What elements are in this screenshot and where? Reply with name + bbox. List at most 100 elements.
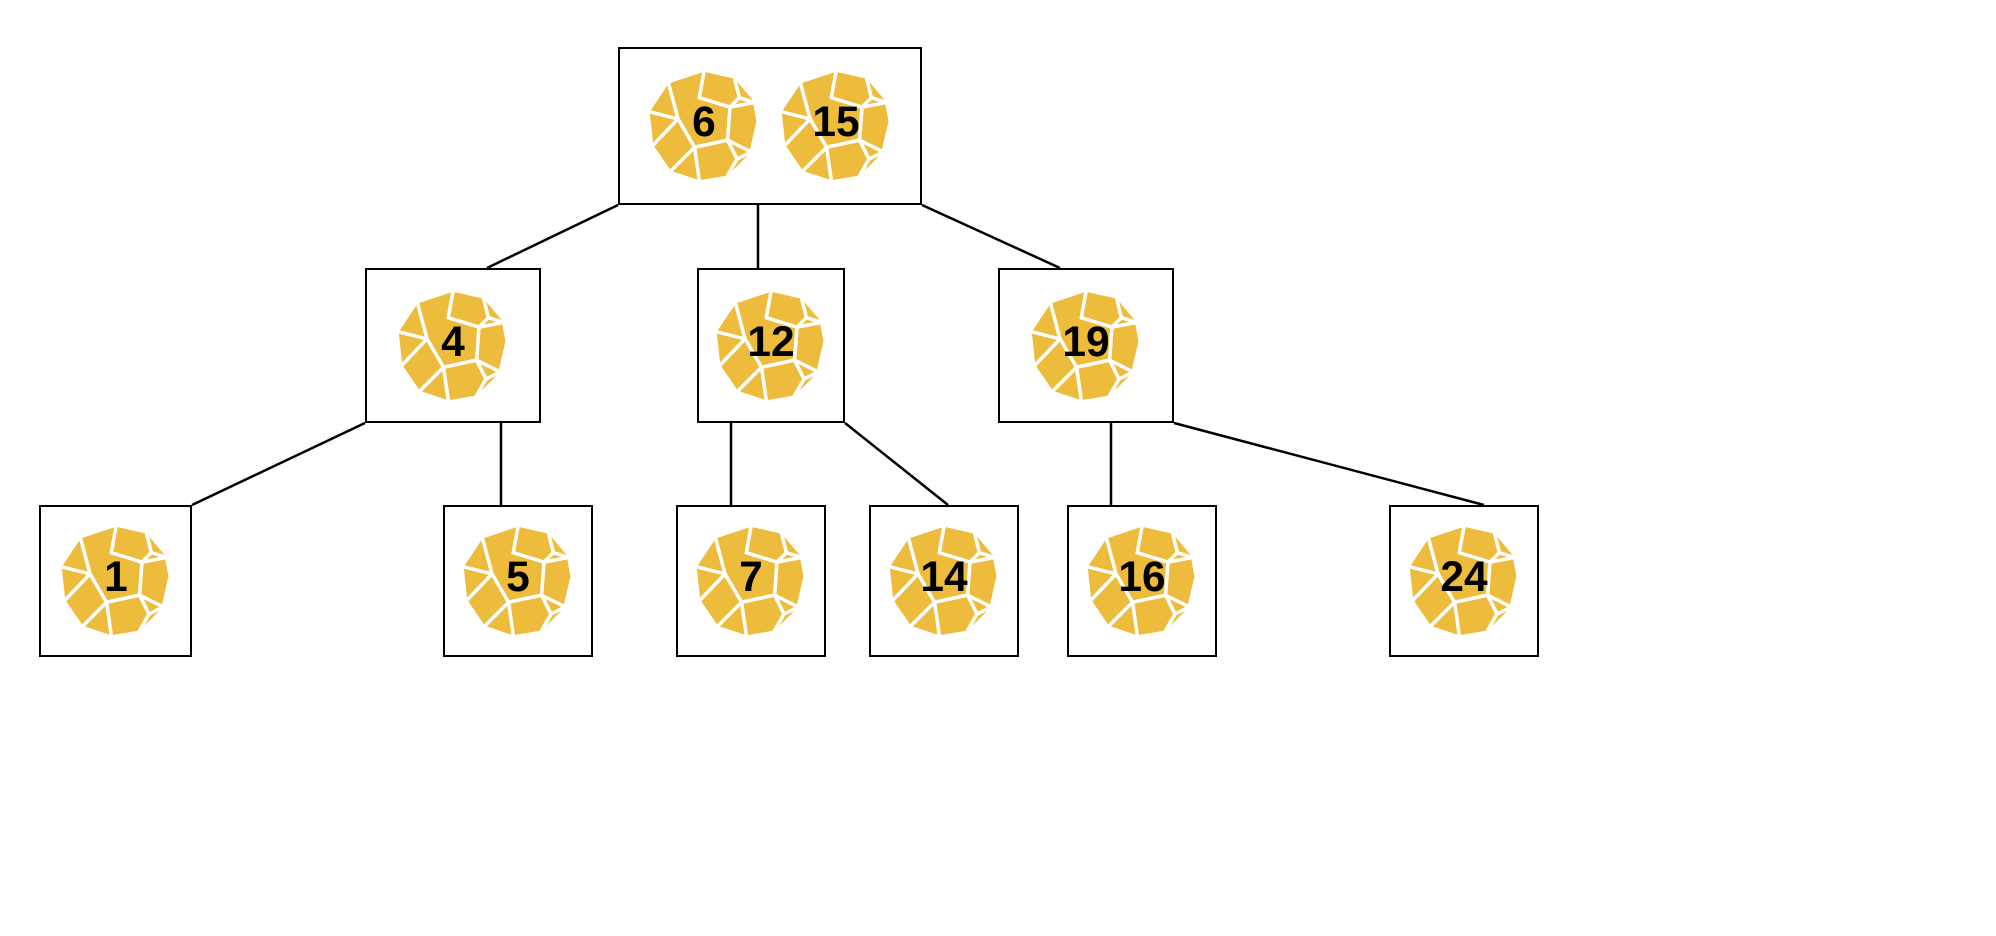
die-face-edge	[1110, 315, 1124, 329]
die-face-edge	[1485, 612, 1499, 633]
die-face-edge	[772, 612, 786, 633]
die-face-edge	[733, 301, 747, 341]
die-face-edge	[137, 612, 151, 633]
die-body	[649, 71, 759, 181]
die-face-edge	[1187, 555, 1199, 609]
die-face-edge	[795, 320, 824, 329]
die-value-label: 4	[441, 318, 465, 365]
die-face-edge	[542, 555, 571, 564]
die-face-edge	[694, 565, 727, 576]
die-face-edge	[759, 364, 769, 402]
dodecahedron-die: 1	[57, 522, 175, 640]
die-face-edge	[891, 572, 920, 602]
die-face-edge	[1509, 555, 1521, 609]
die-body	[1031, 291, 1141, 400]
die-face-edge	[59, 565, 92, 576]
die-face-edge	[1107, 376, 1121, 397]
die-face-edge	[725, 157, 739, 178]
die-body	[398, 291, 508, 400]
die-face-edge	[1051, 364, 1079, 393]
die-face-edge	[798, 81, 812, 121]
edge-root-to-4	[486, 203, 619, 270]
die-face-edge	[801, 145, 829, 173]
die-body	[716, 291, 826, 400]
die-face-edge	[483, 600, 511, 628]
node-1[interactable]: 1	[39, 505, 192, 657]
dodecahedron-die: 15	[777, 67, 895, 185]
die-face-edge	[1485, 593, 1513, 609]
die-face-edge	[968, 555, 997, 564]
die-face-edge	[137, 593, 165, 609]
edge-4-to-1	[191, 421, 366, 507]
die-face-edge	[775, 550, 789, 564]
node-12[interactable]: 12	[697, 268, 845, 423]
die-value-label: 6	[692, 99, 716, 146]
die-face-edge	[1074, 364, 1084, 402]
die-face-edge	[716, 600, 744, 628]
die-face-edge	[1085, 565, 1118, 576]
die-face-edge	[647, 110, 680, 121]
die-face-edge	[1107, 357, 1135, 374]
die-face-edge	[1488, 555, 1517, 564]
die-face-edge	[465, 572, 494, 602]
die-face-edge	[792, 357, 820, 374]
root-node[interactable]: 6 15	[618, 47, 922, 205]
die-value-label: 19	[1062, 318, 1109, 365]
die-face-edge	[692, 145, 702, 183]
die-face-edge	[968, 550, 982, 564]
die-face-edge	[764, 289, 773, 319]
die-face-edge	[1429, 600, 1457, 628]
die-face-edge	[881, 100, 893, 154]
die-face-edge	[480, 536, 494, 576]
die-body	[1409, 526, 1519, 636]
die-face-edge	[1130, 600, 1140, 638]
die-face-edge	[1166, 555, 1195, 564]
die-face-edge	[1426, 536, 1440, 576]
dodecahedron-die: 12	[712, 287, 830, 405]
die-face-edge	[539, 593, 567, 609]
dodecahedron-die: 5	[459, 522, 577, 640]
die-face-edge	[718, 336, 747, 367]
die-face-edge	[1488, 550, 1502, 564]
die-body	[1087, 526, 1197, 636]
die-face-edge	[669, 145, 697, 173]
die-face-edge	[714, 329, 747, 341]
die-face-edge	[1166, 550, 1180, 564]
node-5[interactable]: 5	[443, 505, 593, 657]
node-7[interactable]: 7	[676, 505, 826, 657]
die-face-edge	[860, 95, 874, 109]
die-face-edge	[965, 612, 979, 633]
die-face-edge	[506, 600, 516, 638]
die-face-edge	[109, 524, 118, 555]
die-face-edge	[539, 612, 553, 633]
dodecahedron-die: 4	[394, 287, 512, 405]
node-4[interactable]: 4	[365, 268, 541, 423]
die-face-edge	[1089, 572, 1118, 602]
die-face-edge	[78, 536, 92, 576]
node-19[interactable]: 19	[998, 268, 1174, 423]
dodecahedron-die: 19	[1027, 287, 1145, 405]
die-face-edge	[542, 550, 556, 564]
node-16[interactable]: 16	[1067, 505, 1217, 657]
die-face-edge	[415, 301, 429, 341]
die-face-edge	[446, 289, 455, 319]
die-face-edge	[400, 336, 429, 367]
die-body	[696, 526, 806, 636]
node-14[interactable]: 14	[869, 505, 1019, 657]
die-value-label: 5	[506, 554, 530, 601]
dodecahedron-die: 6	[645, 67, 763, 185]
die-value-label: 14	[920, 554, 968, 601]
die-value-label: 24	[1440, 554, 1488, 601]
die-face-edge	[775, 555, 804, 564]
die-face-edge	[783, 117, 812, 147]
die-face-edge	[418, 364, 446, 393]
die-face-edge	[932, 600, 942, 638]
die-face-edge	[511, 524, 520, 555]
die-face-edge	[749, 100, 761, 154]
edge-root-to-19	[921, 203, 1061, 270]
node-24[interactable]: 24	[1389, 505, 1539, 657]
die-face-edge	[796, 555, 808, 609]
die-value-label: 7	[739, 554, 763, 601]
die-face-edge	[474, 357, 502, 374]
